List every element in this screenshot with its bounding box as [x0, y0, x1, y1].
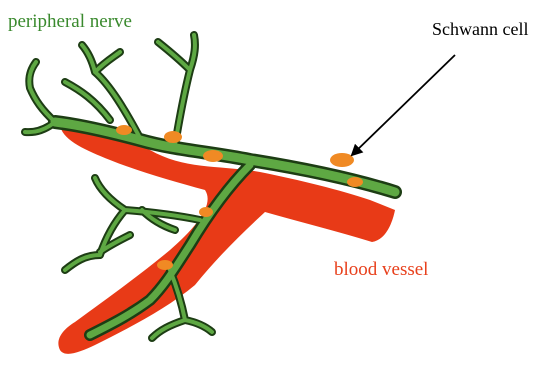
schwann-cell-label: Schwann cell — [432, 20, 528, 38]
schwann-cell — [347, 177, 363, 187]
schwann-cell-pointer-arrow — [352, 55, 455, 155]
blood-vessel-label: blood vessel — [334, 260, 428, 279]
peripheral-nerve-label: peripheral nerve — [8, 12, 132, 31]
schwann-cell — [203, 150, 223, 162]
schwann-cell — [116, 125, 132, 135]
schwann-cell — [199, 207, 213, 217]
schwann-cell — [164, 131, 182, 143]
schwann-cell — [330, 153, 354, 167]
schwann-cell — [157, 260, 173, 270]
